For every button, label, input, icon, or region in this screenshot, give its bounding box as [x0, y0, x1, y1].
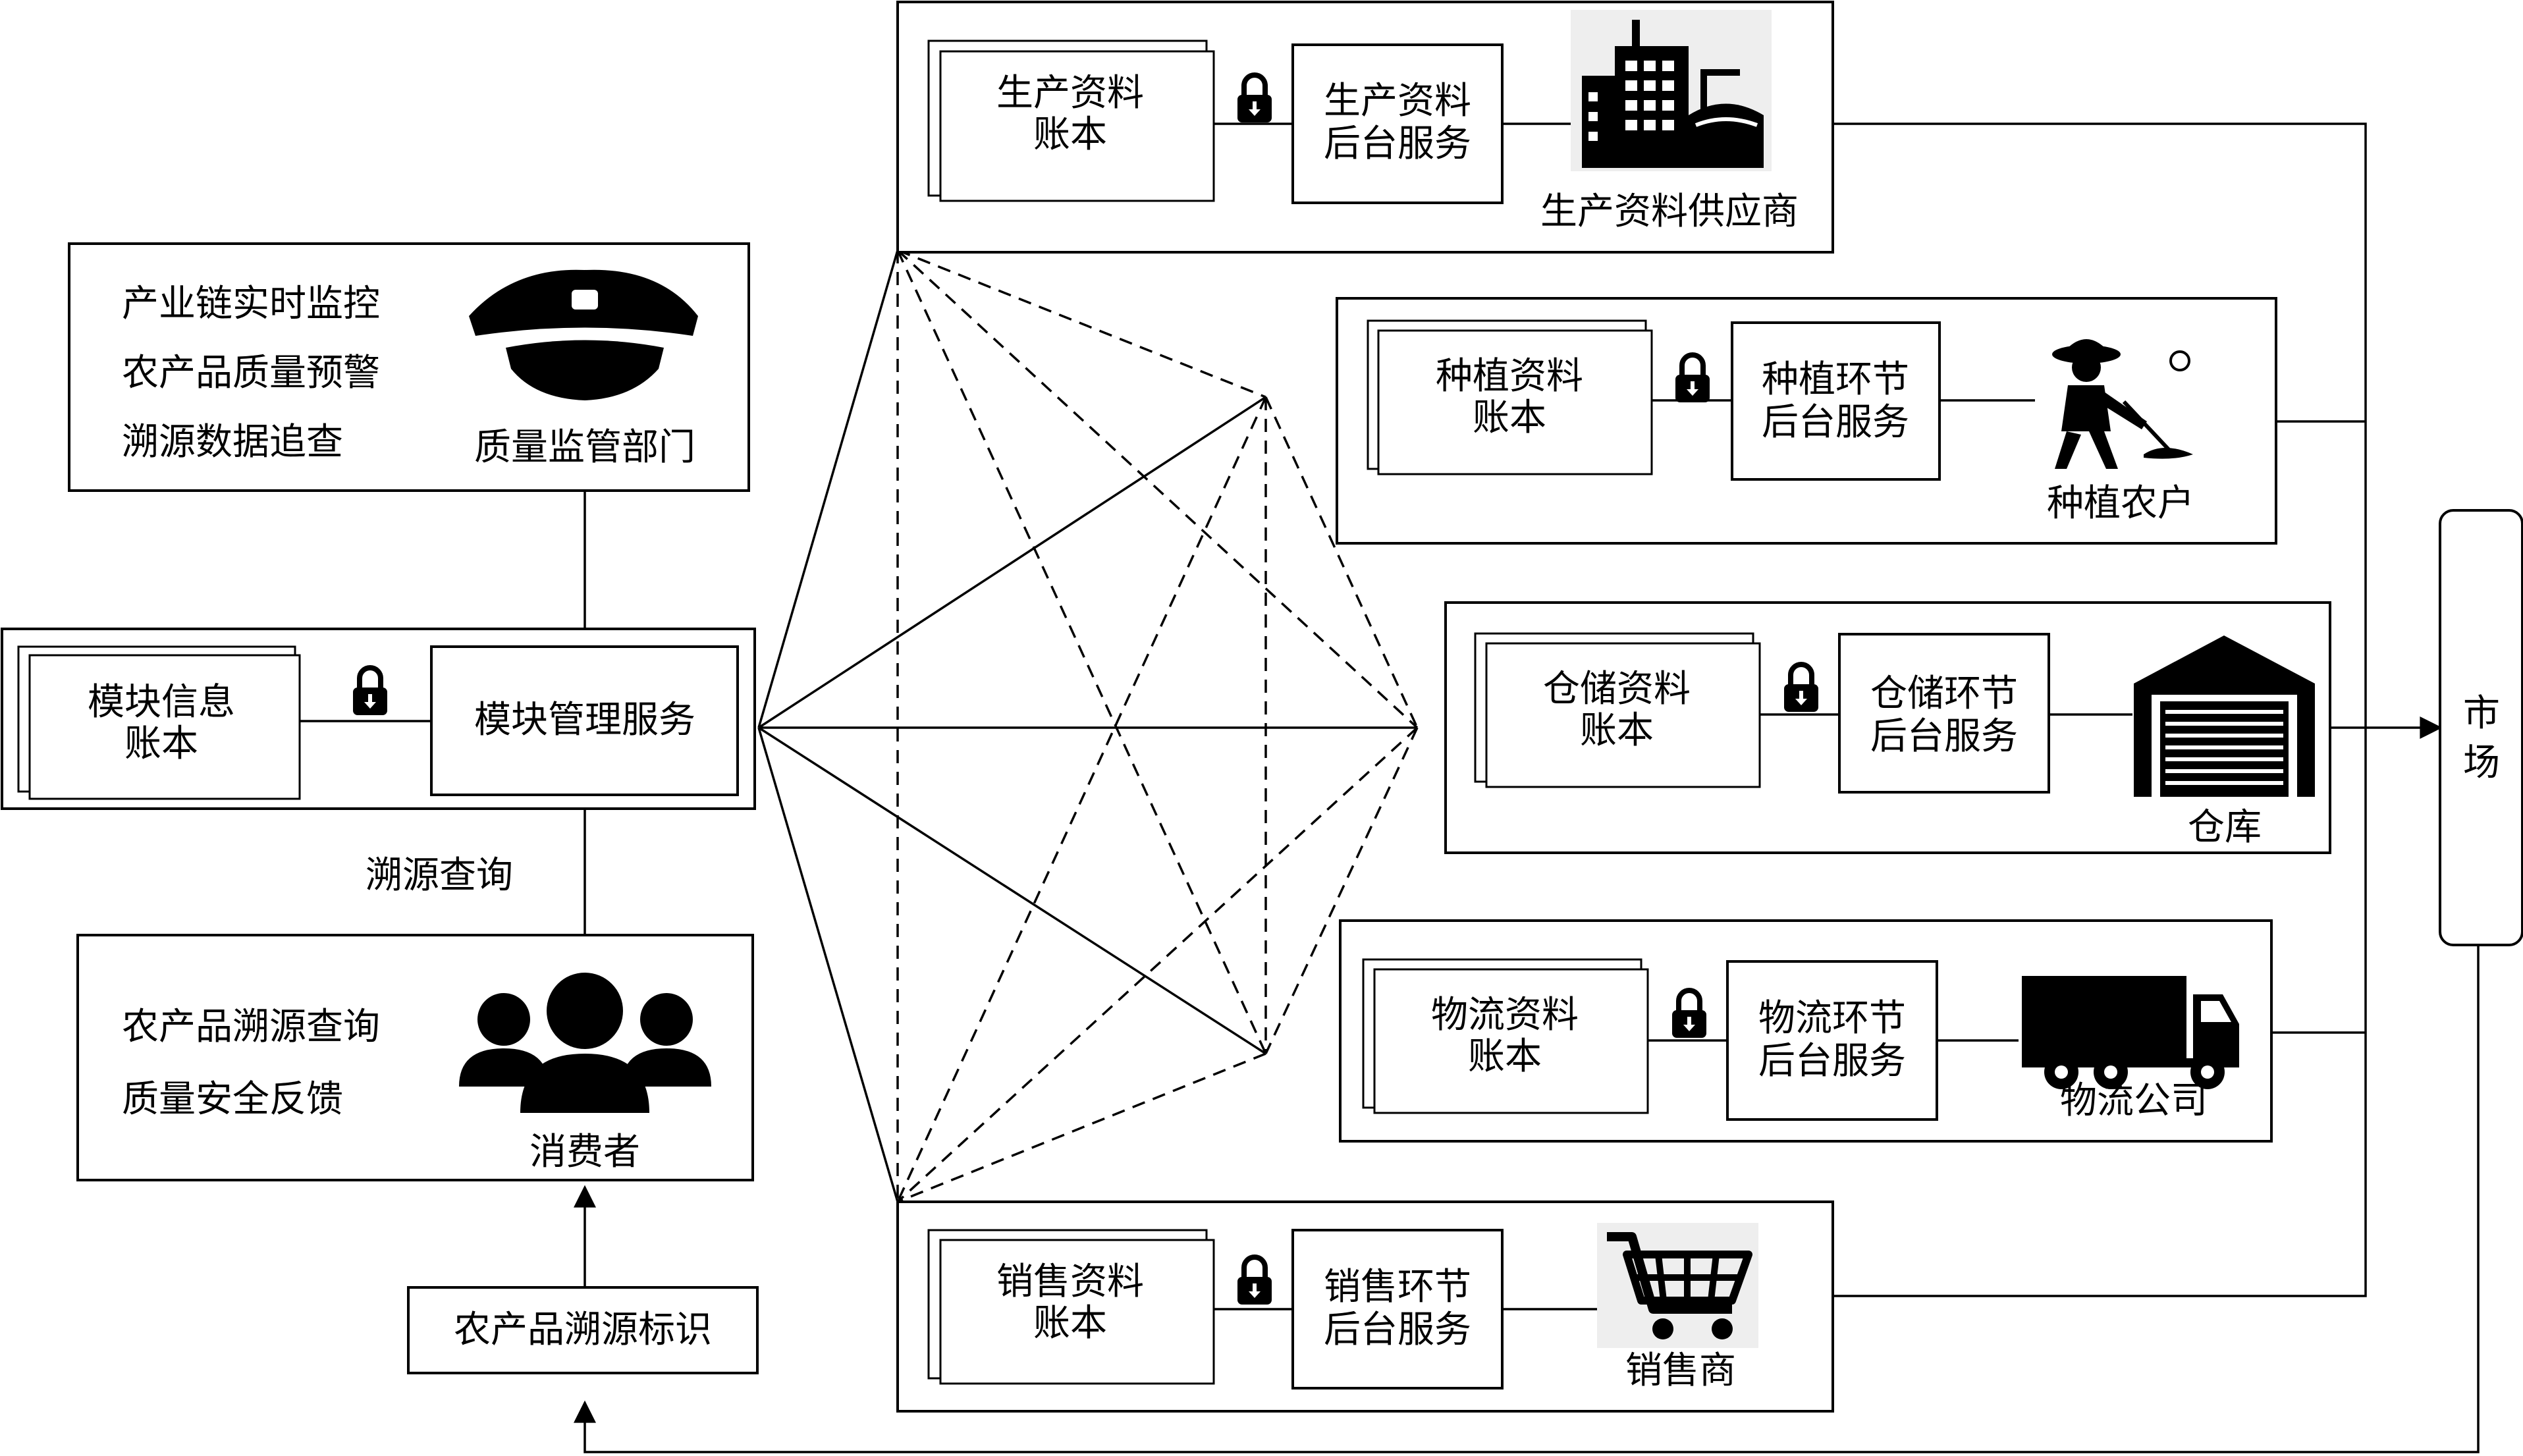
warehouse-icon	[2134, 635, 2315, 797]
module-service-label: 模块管理服务	[474, 699, 695, 741]
supervision-item-monitor: 产业链实时监控	[122, 283, 380, 325]
warehouse-ledger-line1: 仓储资料	[1543, 668, 1691, 711]
node-sales: 销售资料 账本 销售环节 后台服务 销售商	[896, 1200, 1834, 1413]
node-warehouse: 仓储资料 账本 仓储环节 后台服务 仓库	[1444, 601, 2331, 854]
consumer-title: 消费者	[529, 1131, 640, 1173]
network-solid-lines	[757, 250, 1417, 1202]
production-ledger-line1: 生产资料	[996, 72, 1144, 115]
svg-text:模块信息: 模块信息	[88, 681, 235, 724]
network-dashed-lines	[896, 249, 1419, 1203]
production-service-line2: 后台服务	[1324, 122, 1471, 165]
consumer-item-query: 农产品溯源查询	[122, 1006, 380, 1048]
node-production: 生产资料 账本 生产资料 后台服务 生产资料供应商	[896, 1, 1834, 254]
factory-icon	[1571, 10, 1772, 171]
market-box: 市 场	[2439, 509, 2523, 946]
logistics-service-line2: 后台服务	[1758, 1040, 1906, 1083]
consumers-icon	[459, 973, 711, 1113]
planting-service-line1: 种植环节	[1762, 358, 1909, 401]
supervision-item-tracing: 溯源数据追查	[122, 421, 343, 464]
connector-lines	[574, 122, 2480, 1453]
sales-service-box	[1291, 1229, 1504, 1389]
consumer-item-feedback: 质量安全反馈	[122, 1078, 343, 1121]
logistics-ledger-line2: 账本	[1468, 1035, 1542, 1078]
planting-service-line2: 后台服务	[1762, 401, 1909, 444]
logistics-ledger-line1: 物流资料	[1431, 994, 1579, 1037]
logistics-service-box	[1726, 960, 1938, 1121]
planting-service-box	[1731, 321, 1941, 481]
sales-entity: 销售商	[1625, 1349, 1736, 1392]
node-planting: 种植资料 账本 种植环节 后台服务 种植农户	[1336, 297, 2277, 545]
warehouse-ledger-line2: 账本	[1580, 709, 1654, 752]
market-label-line1: 市	[2463, 692, 2500, 735]
truck-icon	[2022, 976, 2239, 1089]
warehouse-service-box	[1838, 633, 2050, 794]
sales-service-line1: 销售环节	[1324, 1266, 1471, 1308]
warehouse-service-line1: 仓储环节	[1870, 672, 2018, 715]
module-panel: 模块信息 账本 模块管理服务	[1, 628, 756, 810]
production-service-line1: 生产资料	[1324, 80, 1471, 122]
supervision-panel: 产业链实时监控 农产品质量预警 溯源数据追查 质量监管部门	[68, 242, 750, 492]
module-ledger: 模块信息 账本	[17, 645, 301, 800]
trace-id-label: 农产品溯源标识	[454, 1308, 712, 1351]
supervision-item-warning: 农产品质量预警	[122, 352, 380, 394]
market-collector-line	[1833, 122, 2367, 1297]
market-to-trace-id-arrow	[574, 945, 2480, 1453]
module-service-box	[430, 645, 739, 796]
production-entity: 生产资料供应商	[1540, 190, 1799, 233]
planting-ledger-line1: 种植资料	[1436, 355, 1583, 398]
warehouse-service-line2: 后台服务	[1870, 715, 2018, 758]
warehouse-entity: 仓库	[2188, 806, 2262, 849]
supervision-title: 质量监管部门	[474, 426, 695, 469]
consumer-panel: 农产品溯源查询 质量安全反馈 消费者	[76, 934, 754, 1181]
sales-service-line2: 后台服务	[1324, 1308, 1471, 1351]
svg-text:账本: 账本	[124, 722, 198, 765]
farmer-icon	[2052, 339, 2193, 469]
planting-entity: 种植农户	[2047, 482, 2194, 525]
market-label-line2: 场	[2463, 741, 2500, 784]
sales-ledger-line2: 账本	[1033, 1302, 1107, 1345]
production-ledger-line2: 账本	[1033, 113, 1107, 156]
logistics-entity: 物流公司	[2060, 1079, 2208, 1122]
node-logistics: 物流资料 账本 物流环节 后台服务 物流公司	[1339, 919, 2273, 1143]
cart-icon	[1597, 1223, 1758, 1348]
sales-ledger-line1: 销售资料	[996, 1260, 1144, 1303]
logistics-service-line1: 物流环节	[1758, 997, 1906, 1040]
planting-ledger-line2: 账本	[1473, 396, 1546, 439]
police-cap-icon	[469, 269, 698, 400]
trace-id-box: 农产品溯源标识	[407, 1286, 759, 1374]
trace-query-label: 溯源查询	[366, 854, 513, 897]
